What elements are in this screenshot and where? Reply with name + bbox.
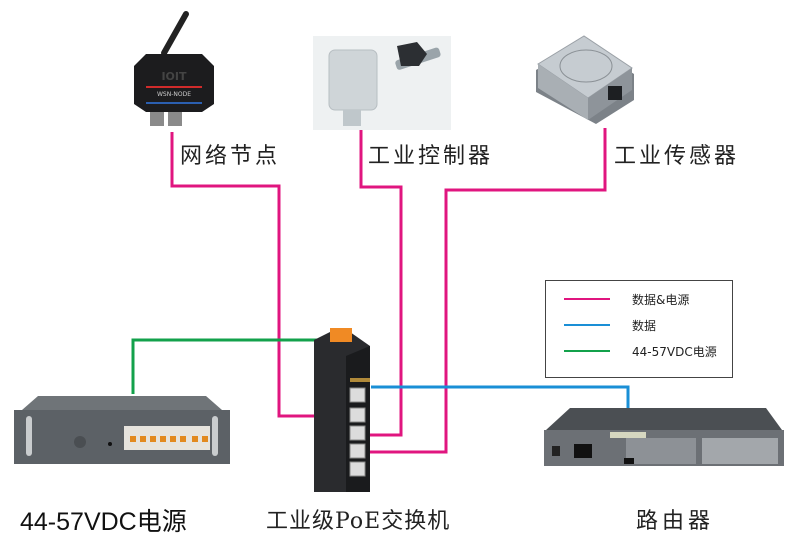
industrial-sensor-device <box>536 35 634 124</box>
poe-switch-label: 工业级PoE交换机 <box>266 509 451 534</box>
power-supply-device <box>14 396 230 464</box>
legend-item-data: 数据 <box>564 315 656 335</box>
legend-item-data-power: 数据&电源 <box>564 289 689 309</box>
router-label: 路由器 <box>636 509 715 534</box>
terminal-block-icon <box>330 328 352 342</box>
poe-switch-device <box>314 328 370 492</box>
legend: 数据&电源 数据 44-57VDC电源 <box>545 280 733 378</box>
wire-controller-to-switch <box>357 130 403 437</box>
legend-label-data-power: 数据&电源 <box>632 292 690 307</box>
network-node-label: 网络节点 <box>180 144 281 169</box>
industrial-controller-label: 工业控制器 <box>368 144 494 169</box>
wire-power-supply-to-switch <box>131 338 323 394</box>
legend-swatch-power <box>564 350 610 352</box>
power-supply-label: 44-57VDC电源 <box>20 508 187 536</box>
legend-item-power: 44-57VDC电源 <box>564 341 717 361</box>
wire-network-node-to-switch <box>170 132 357 418</box>
legend-label-power: 44-57VDC电源 <box>632 344 717 359</box>
legend-swatch-data-power <box>564 298 610 300</box>
router-port-icon <box>624 458 634 464</box>
network-node-badge: WSN-NODE <box>157 91 191 98</box>
industrial-controller-device <box>313 36 451 130</box>
industrial-sensor-label: 工业传感器 <box>614 144 740 169</box>
wire-sensor-to-switch <box>357 128 607 454</box>
legend-label-data: 数据 <box>632 318 657 333</box>
network-node-device: IOIT WSN-NODE <box>134 11 214 126</box>
network-node-brand: IOIT <box>161 70 187 83</box>
router-device <box>544 408 784 466</box>
legend-swatch-data <box>564 324 610 326</box>
antenna-icon <box>161 11 189 56</box>
